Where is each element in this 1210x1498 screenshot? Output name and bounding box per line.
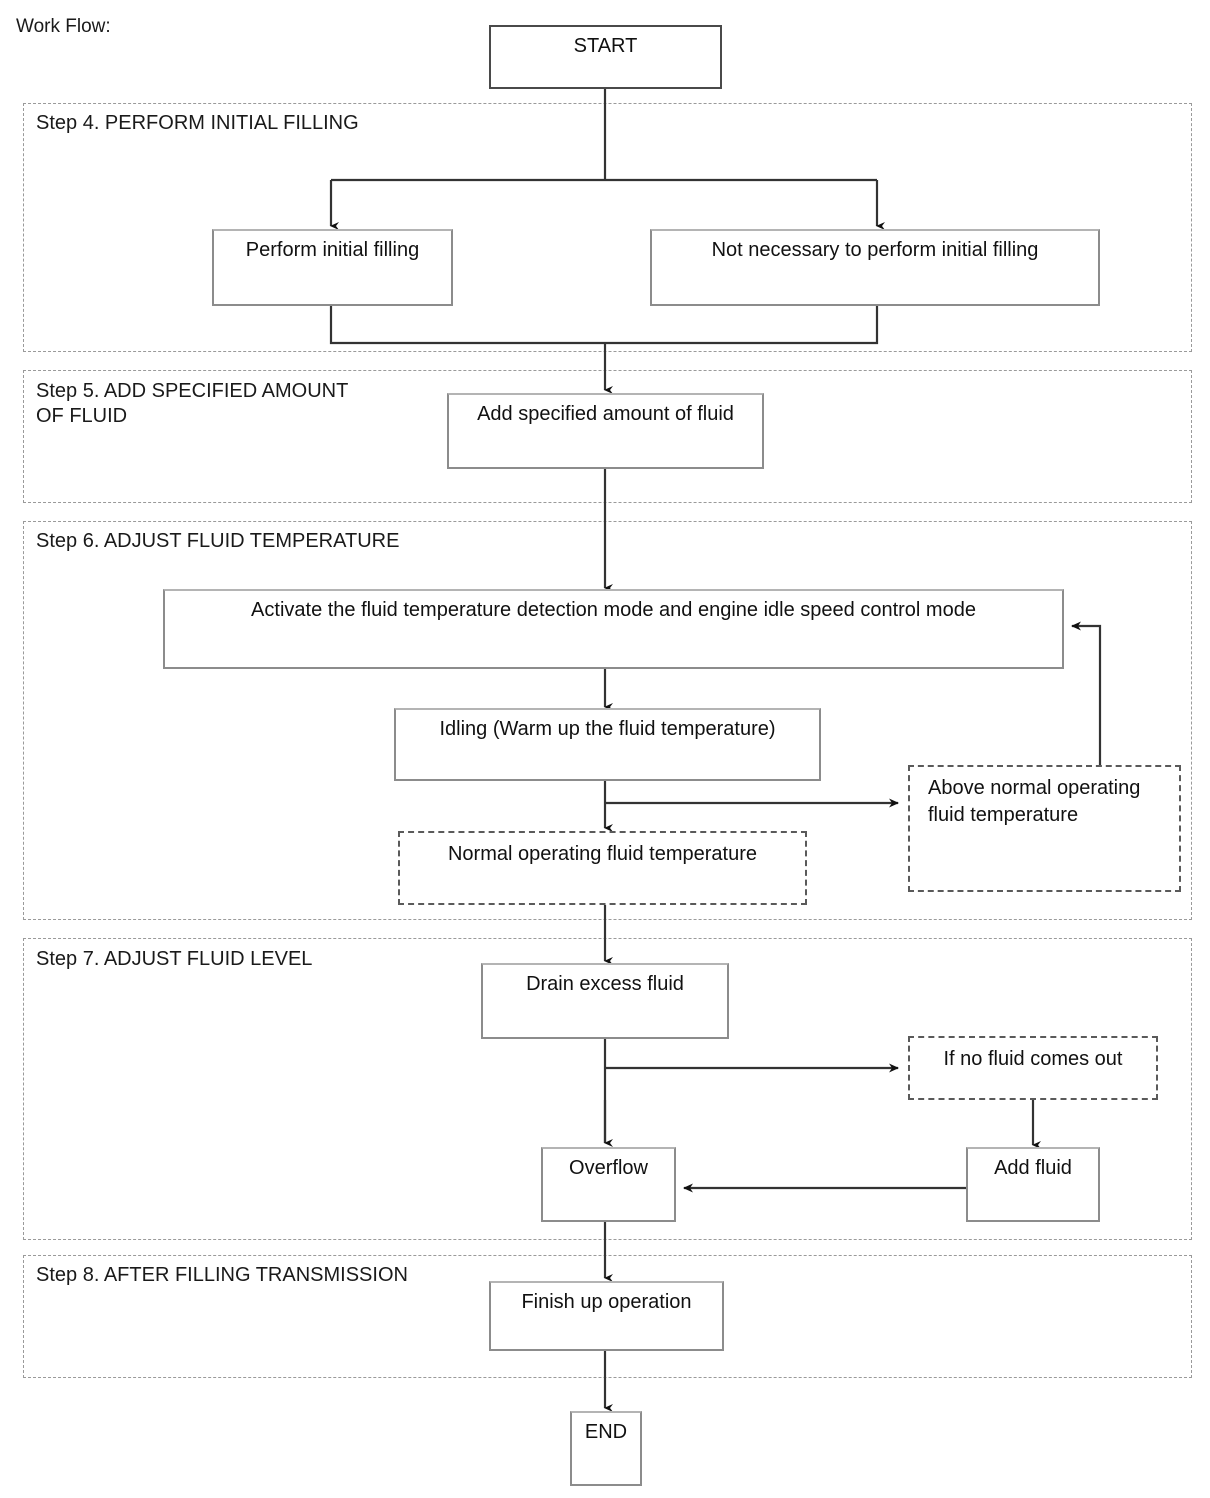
node-if-no-fluid-comes-out[interactable]: If no fluid comes out xyxy=(908,1036,1158,1100)
node-above-normal-operating-fluid-temperature[interactable]: Above normal operating fluid temperature xyxy=(908,765,1181,892)
step-label-step6: Step 6. ADJUST FLUID TEMPERATURE xyxy=(36,530,400,552)
step-container-step7 xyxy=(23,938,1192,1240)
step-container-step4 xyxy=(23,103,1192,352)
node-normal-operating-fluid-temperature[interactable]: Normal operating fluid temperature xyxy=(398,831,807,905)
connector-merge-left xyxy=(329,306,605,345)
connector-above-normal-loopback xyxy=(1071,621,1102,765)
node-perform-initial-filling[interactable]: Perform initial filling xyxy=(212,229,453,306)
node-finish-up-operation[interactable]: Finish up operation xyxy=(489,1281,724,1351)
step-container-step5 xyxy=(23,370,1192,503)
step-label-step4: Step 4. PERFORM INITIAL FILLING xyxy=(36,112,359,134)
node-activate-detection-and-idle-modes[interactable]: Activate the fluid temperature detection… xyxy=(163,589,1064,669)
page-title: Work Flow: xyxy=(16,16,111,37)
step-container-step8 xyxy=(23,1255,1192,1378)
step-label-step8: Step 8. AFTER FILLING TRANSMISSION xyxy=(36,1264,408,1286)
node-not-necessary-initial-filling[interactable]: Not necessary to perform initial filling xyxy=(650,229,1100,306)
node-add-fluid[interactable]: Add fluid xyxy=(966,1147,1100,1222)
step-label-step7: Step 7. ADJUST FLUID LEVEL xyxy=(36,948,313,970)
node-add-specified-amount-of-fluid[interactable]: Add specified amount of fluid xyxy=(447,393,764,469)
node-idling-warm-up[interactable]: Idling (Warm up the fluid temperature) xyxy=(394,708,821,781)
node-overflow[interactable]: Overflow xyxy=(541,1147,676,1222)
node-drain-excess-fluid[interactable]: Drain excess fluid xyxy=(481,963,729,1039)
node-end[interactable]: END xyxy=(570,1411,642,1486)
node-start[interactable]: START xyxy=(489,25,722,89)
step-label-step5: Step 5. ADD SPECIFIED AMOUNT OF FLUID xyxy=(36,380,349,427)
step-container-step6 xyxy=(23,521,1192,920)
connector-merge-right xyxy=(605,306,879,345)
